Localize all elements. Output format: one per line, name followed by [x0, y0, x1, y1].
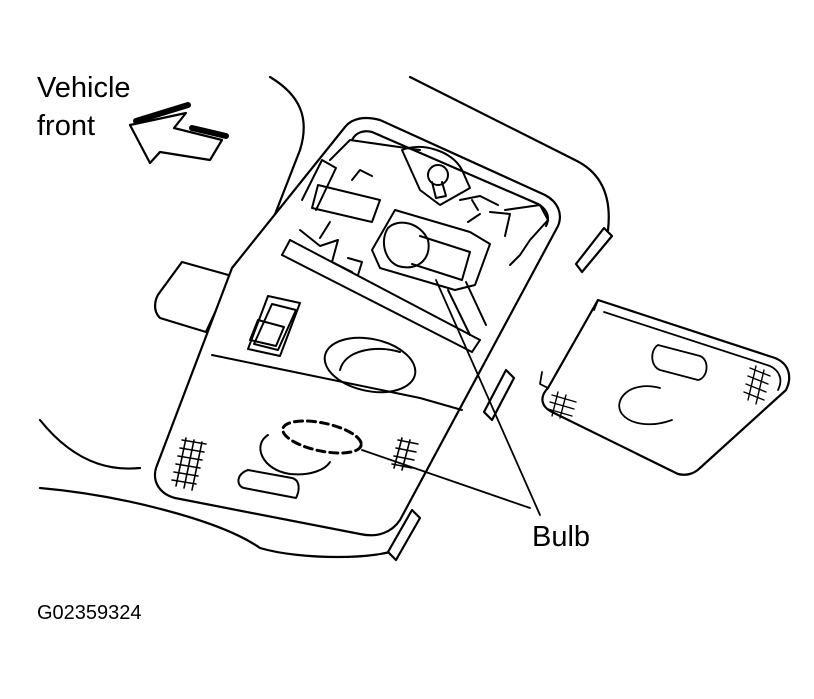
figure-id-label: G02359324 — [37, 602, 142, 624]
vehicle-front-label-line2: front — [37, 110, 96, 142]
lamp-switch-icon — [247, 295, 301, 357]
lamp-housing — [153, 116, 614, 562]
vehicle-front-label-line1: Vehicle — [37, 72, 131, 104]
lens-cover — [539, 298, 791, 476]
bulb-label: Bulb — [532, 521, 591, 553]
vent-grille-left-icon — [171, 437, 207, 491]
cover-grille-right-icon — [743, 365, 771, 405]
lens-recess — [323, 336, 417, 394]
bulb-leader-lines — [361, 279, 541, 516]
hidden-bulb-outline — [281, 419, 363, 455]
lamp-interior — [281, 139, 549, 353]
vent-grille-right-icon — [391, 437, 419, 471]
panel-tab — [154, 260, 234, 334]
cover-grille-left-icon — [547, 391, 577, 419]
lower-lens — [237, 419, 363, 499]
lens-section-line — [211, 354, 463, 411]
vehicle-front-arrow-icon — [128, 102, 229, 165]
